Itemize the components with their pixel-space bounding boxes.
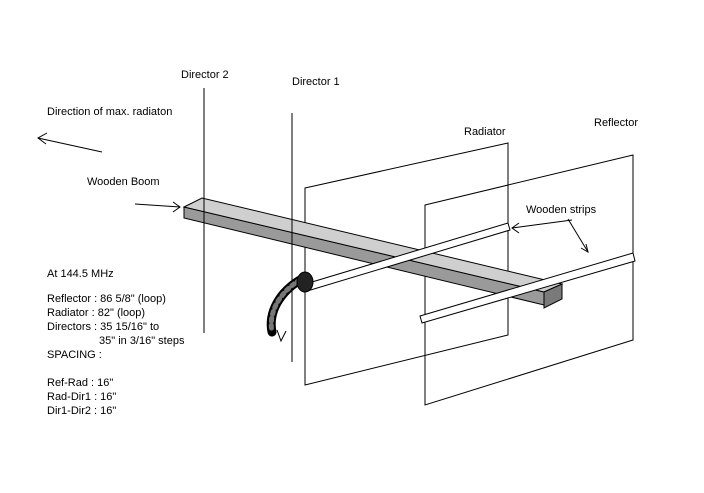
spec-rad-dir1: Rad-Dir1 : 16" [47,391,117,403]
boom-end [543,283,563,309]
label-reflector: Reflector [594,117,639,129]
label-director-1: Director 1 [292,76,340,88]
wooden-boom [182,197,564,309]
boom-top [182,197,564,293]
wooden-strip-reflector [419,252,636,324]
label-radiator: Radiator [464,126,506,138]
spec-radiator: Radiator : 82" (loop) [47,307,146,319]
label-wooden-boom: Wooden Boom [87,176,160,188]
label-director-2: Director 2 [181,69,229,81]
spec-directors-line1: Directors : 35 15/16" to [47,321,160,333]
coax-feed-connector-icon [266,271,314,343]
label-wooden-strips: Wooden strips [526,204,597,216]
strips-label-arrows [511,218,589,254]
spec-frequency: At 144.5 MHz [47,268,114,280]
direction-arrow-icon [37,132,103,153]
spec-spacing-heading: SPACING : [47,349,102,361]
radiator-loop [304,142,509,386]
reflector-loop [424,154,634,406]
label-direction: Direction of max. radiaton [47,106,173,118]
spec-ref-rad: Ref-Rad : 16" [47,377,114,389]
spec-reflector: Reflector : 86 5/8" (loop) [47,293,166,305]
spec-dir1-dir2: Dir1-Dir2 : 16" [47,405,117,417]
boom-label-arrow [134,201,181,213]
spec-directors-line2: 35" in 3/16" steps [99,335,185,347]
boom-side [183,206,545,306]
